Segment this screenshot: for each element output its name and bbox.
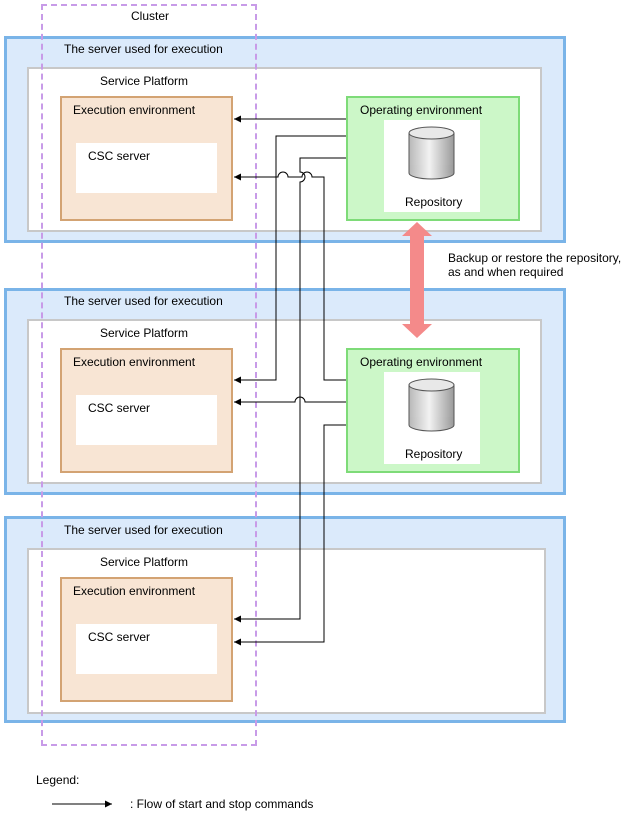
csc-server-2-label: CSC server — [88, 401, 151, 415]
flow-oe1-to-ee2 — [234, 135, 346, 384]
execution-environment-1-label: Execution environment — [73, 103, 196, 117]
cluster-label: Cluster — [131, 9, 170, 23]
repository-1-cylinder-icon — [408, 126, 455, 180]
csc-server-2 — [76, 395, 217, 445]
flow-oe1-to-ee3 — [234, 157, 346, 623]
cluster-boundary — [41, 4, 257, 746]
csc-server-3-label: CSC server — [88, 630, 151, 644]
backup-restore-double-arrow — [402, 222, 432, 338]
flow-oe2-to-ee3 — [234, 424, 346, 646]
legend-flow-label: : Flow of start and stop commands — [130, 797, 314, 811]
execution-environment-2-label: Execution environment — [73, 355, 196, 369]
repository-2-cylinder-icon — [408, 378, 455, 432]
flow-oe2-to-ee1 — [234, 171, 346, 381]
service-platform-1-label: Service Platform — [100, 74, 189, 88]
operating-environment-2-label: Operating environment — [360, 355, 483, 369]
backup-note-line1: Backup or restore the repository, — [448, 251, 622, 265]
operating-environment-1-label: Operating environment — [360, 103, 483, 117]
repository-1-label: Repository — [405, 195, 463, 209]
csc-server-1-label: CSC server — [88, 149, 151, 163]
csc-server-3 — [76, 624, 217, 674]
execution-environment-3-label: Execution environment — [73, 584, 196, 598]
service-platform-2-label: Service Platform — [100, 326, 189, 340]
server-2-title: The server used for execution — [64, 294, 223, 308]
server-3-title: The server used for execution — [64, 523, 223, 537]
service-platform-3-label: Service Platform — [100, 555, 189, 569]
server-1-title: The server used for execution — [64, 42, 223, 56]
flow-oe2-to-ee2 — [234, 396, 346, 406]
legend-title: Legend: — [36, 773, 80, 787]
repository-2-label: Repository — [405, 447, 463, 461]
backup-note-line2: as and when required — [448, 265, 564, 279]
csc-server-1 — [76, 143, 217, 193]
